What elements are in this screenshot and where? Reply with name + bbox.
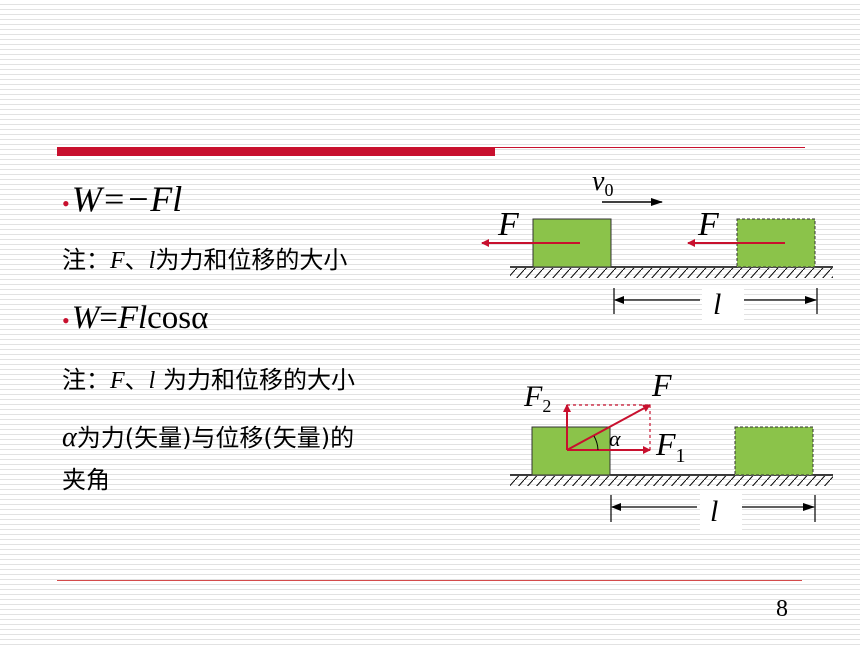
bullet: • xyxy=(62,308,70,333)
note-angle-line2: 夹角 xyxy=(62,466,110,494)
formula-negative-work: •W=−Fl xyxy=(62,178,182,220)
physics-diagrams: F F v0 l α F2 F F1 l xyxy=(481,166,833,532)
velocity-label: v0 xyxy=(592,166,613,200)
title-bar-thin xyxy=(495,147,805,148)
diagram-negative-work: F F v0 l xyxy=(481,166,833,324)
footer-rule xyxy=(57,580,802,581)
disp-label: l xyxy=(713,288,721,321)
formula-work-cos: •W=Flcosα xyxy=(62,300,209,336)
block-end xyxy=(734,426,814,476)
disp-label: l xyxy=(710,495,718,528)
f2-label: F2 xyxy=(523,380,551,416)
force-label-left: F xyxy=(497,206,520,243)
note-magnitudes-2: 注：F、l 为力和位移的大小 xyxy=(62,366,355,394)
angle-arc xyxy=(593,435,599,451)
force-resultant xyxy=(566,404,651,451)
angle-label: α xyxy=(609,426,621,451)
f-label: F xyxy=(651,367,672,403)
force-label-right: F xyxy=(697,206,720,243)
note-angle-line1: α为力(矢量)与位移(矢量)的 xyxy=(62,422,355,453)
disp-label-box xyxy=(700,494,742,532)
page-number: 8 xyxy=(776,596,788,622)
bullet: • xyxy=(62,191,70,216)
diagram-angled-force: α F2 F F1 l xyxy=(510,367,833,532)
title-bar-thick xyxy=(57,147,495,156)
ground-hatch xyxy=(510,268,833,278)
f1-label: F1 xyxy=(655,426,686,467)
disp-label-box xyxy=(702,286,744,324)
ground-hatch xyxy=(510,476,833,486)
note-magnitudes-1: 注：F、l为力和位移的大小 xyxy=(62,246,348,274)
formula-text: W=−Fl xyxy=(71,179,183,219)
